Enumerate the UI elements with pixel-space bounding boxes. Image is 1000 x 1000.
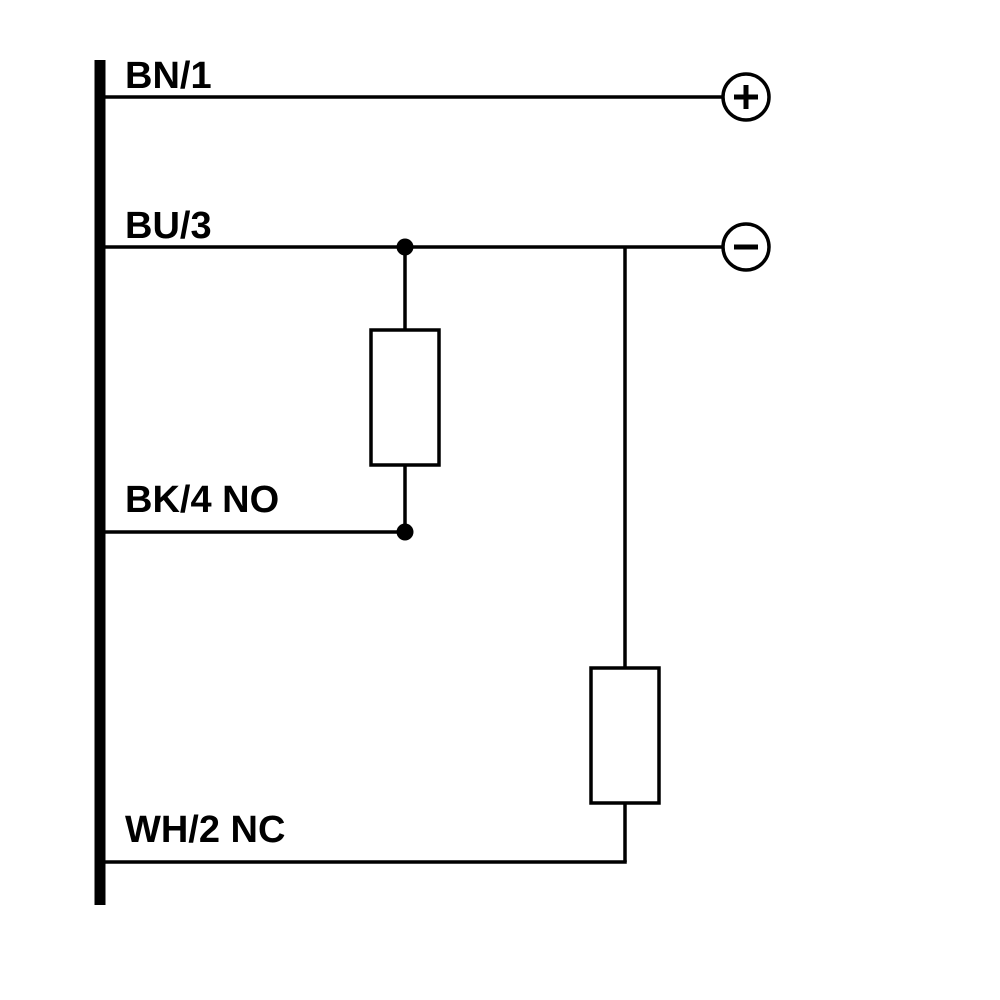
load-resistor-1	[369, 328, 441, 467]
wire-wh2-label: WH/2 NC	[125, 809, 285, 851]
wire-bu3-label: BU/3	[125, 205, 212, 247]
load-branch-1	[369, 238, 441, 541]
wire-wh2: WH/2 NC	[103, 809, 627, 864]
wire-bk4: BK/4 NO	[103, 479, 405, 534]
negative-terminal	[721, 222, 771, 272]
wire-bu3: BU/3	[103, 205, 723, 249]
load-resistor-2	[589, 666, 661, 805]
wire-bn1: BN/1	[103, 55, 723, 99]
wire-bn1-label: BN/1	[125, 55, 212, 97]
load-branch-2	[589, 247, 661, 862]
positive-terminal	[721, 72, 771, 122]
wire-bk4-label: BK/4 NO	[125, 479, 279, 521]
plus-icon	[734, 85, 758, 109]
